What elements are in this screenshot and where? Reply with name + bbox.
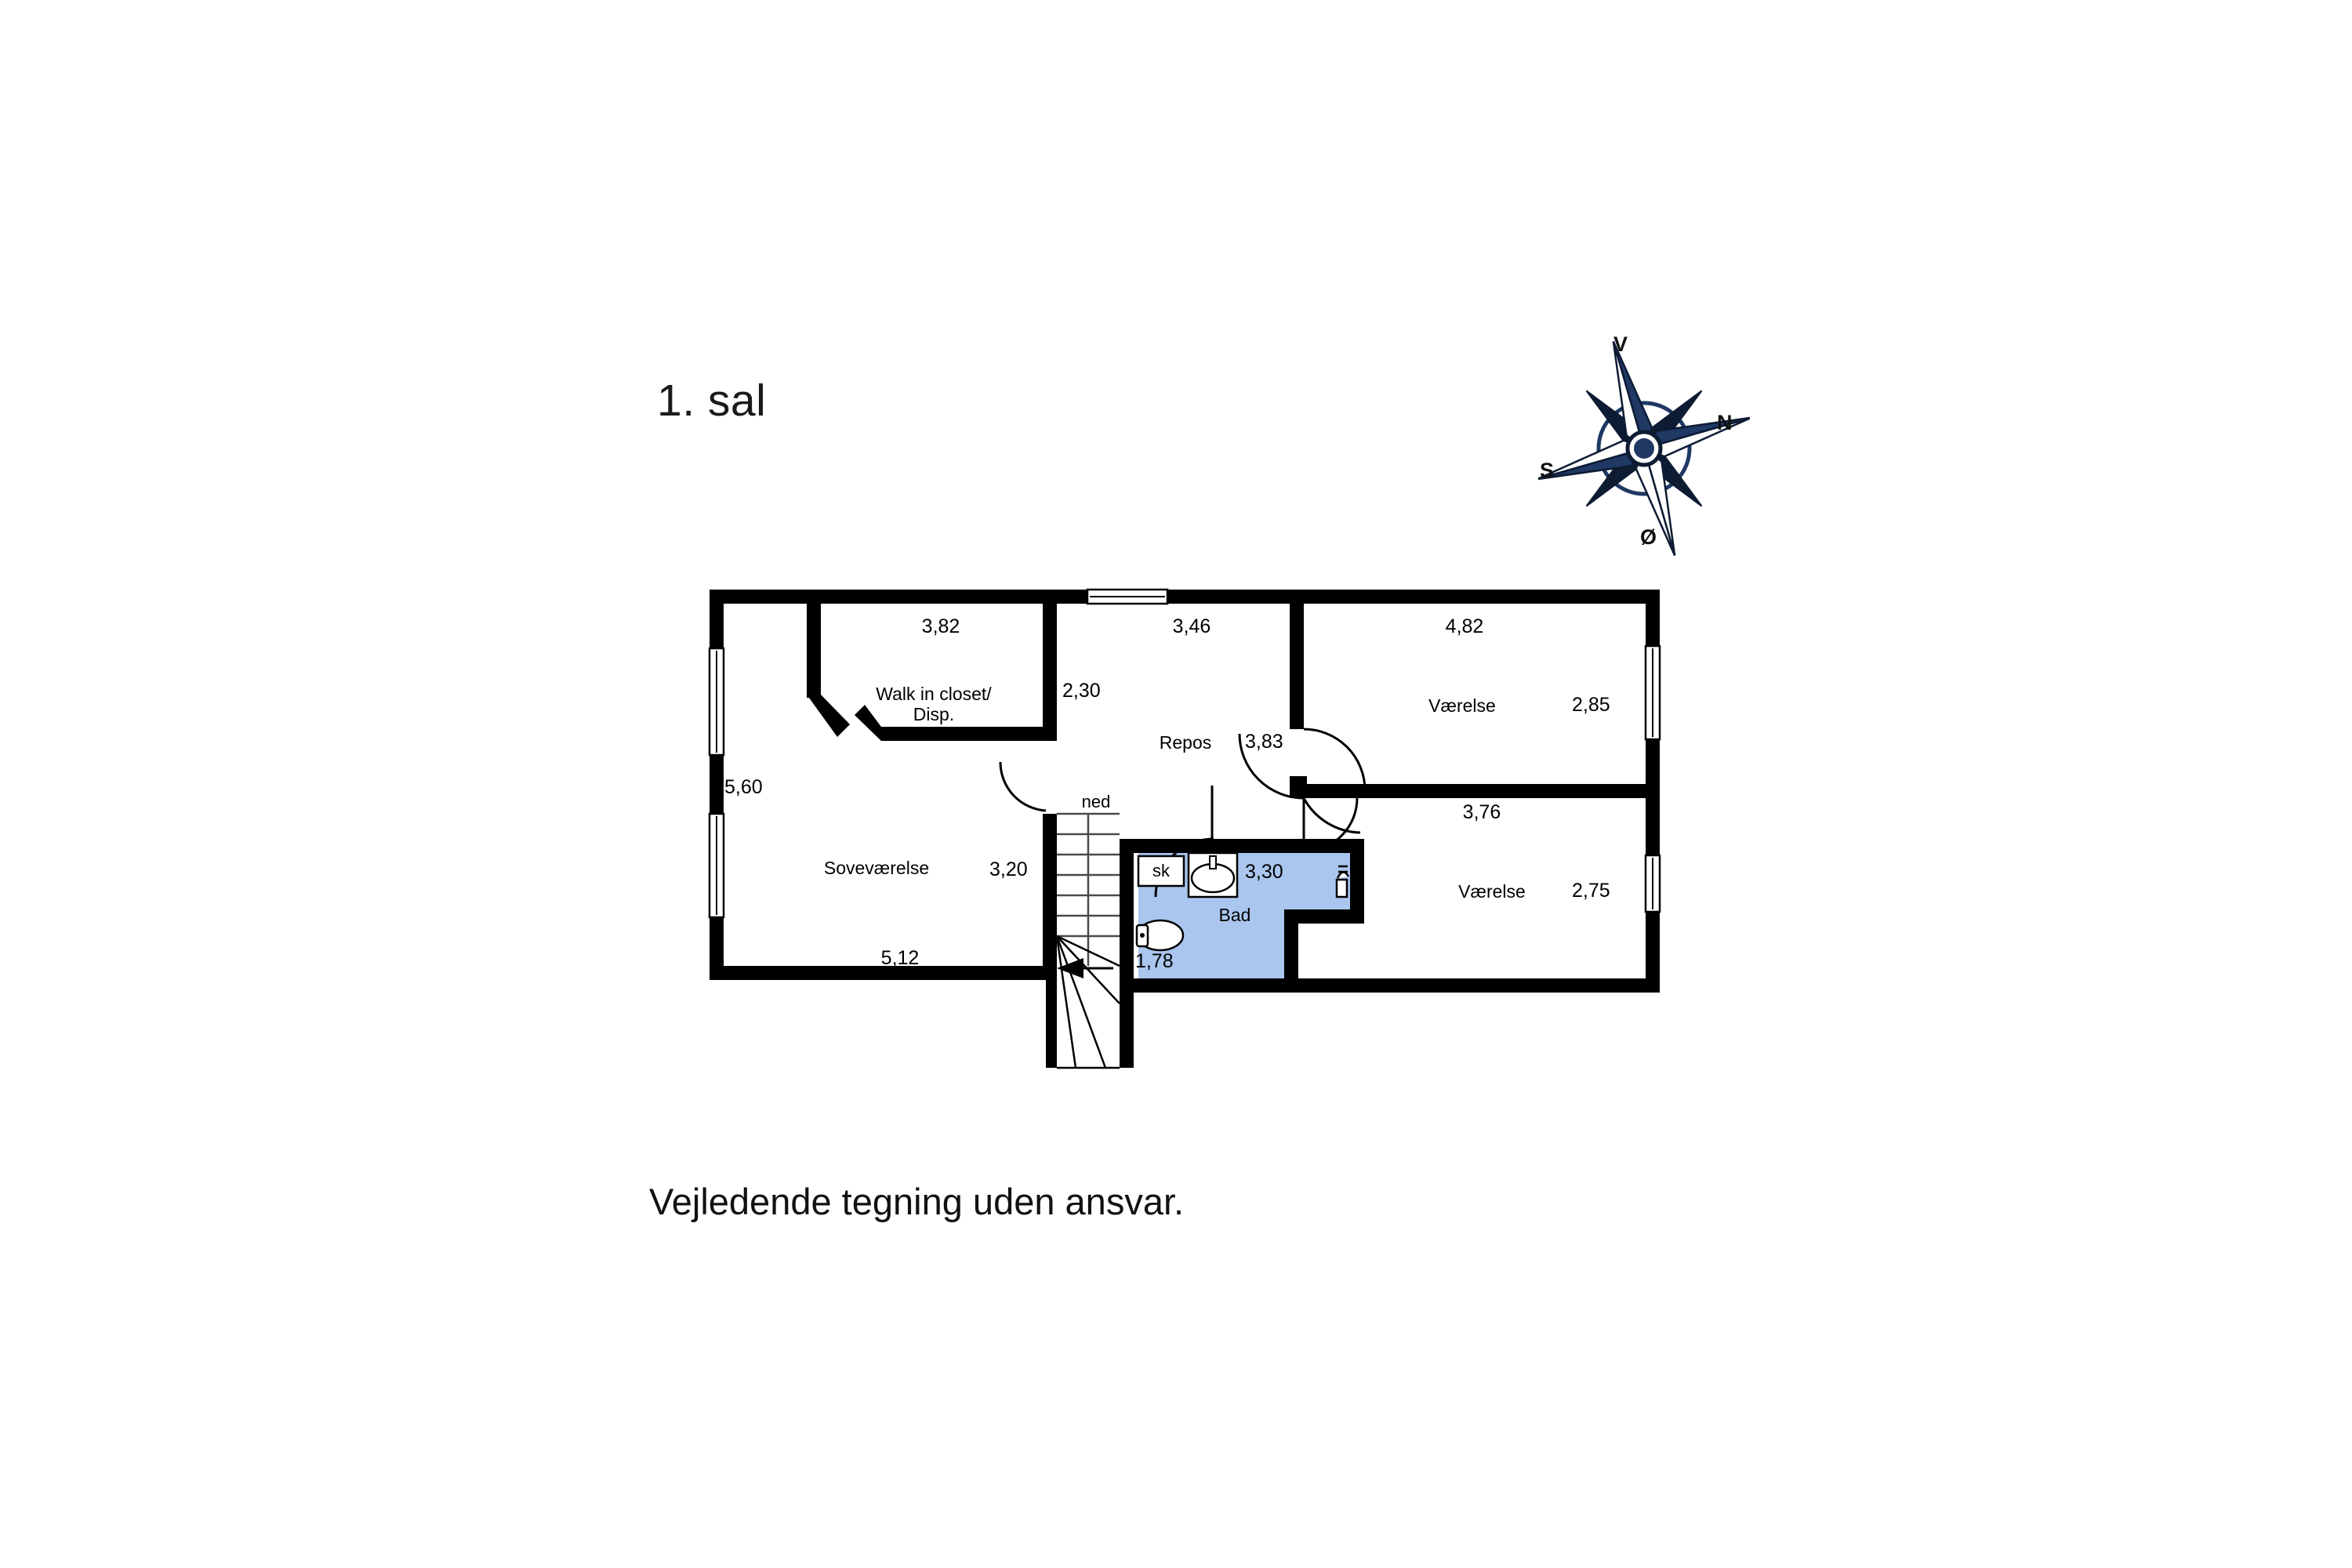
dimension-3-83: 3,83: [1245, 731, 1283, 753]
dimension-4-82: 4,82: [1445, 615, 1484, 637]
shower-icon: [1335, 865, 1350, 898]
toilet-icon: [1135, 919, 1185, 952]
staircase: [1055, 812, 1120, 1069]
room-label-repos: Repos: [1159, 732, 1212, 753]
compass-label-v: V: [1613, 332, 1628, 356]
compass-label-n: N: [1717, 411, 1733, 434]
room-label-bad: Bad: [1218, 905, 1251, 925]
disclaimer-text: Vejledende tegning uden ansvar.: [649, 1181, 1185, 1222]
room-label-walk-in-closet: Walk in closet/ Disp.: [876, 684, 992, 724]
compass-rose: V N S Ø: [1538, 331, 1750, 558]
walls: [710, 590, 1660, 1068]
door-swing-lower-vaerelse: [1303, 797, 1359, 853]
dimension-3-20: 3,20: [989, 858, 1028, 880]
dimension-2-75: 2,75: [1572, 880, 1610, 902]
dimension-2-85: 2,85: [1572, 694, 1610, 716]
bath-fixtures: [1135, 851, 1350, 952]
dimension-3-46: 3,46: [1172, 615, 1211, 637]
dimension-2-30: 2,30: [1062, 680, 1101, 702]
compass-label-s: S: [1540, 459, 1555, 482]
stairs-label-ned: ned: [1081, 792, 1111, 811]
windows: [708, 588, 1661, 919]
dimension-3-30: 3,30: [1245, 861, 1283, 883]
room-label-vaerelse-upper: Værelse: [1428, 695, 1496, 716]
room-label-vaerelse-lower: Værelse: [1458, 881, 1526, 902]
room-label-sovevaerelse: Soveværelse: [823, 858, 930, 878]
cabinet-label-sk: sk: [1152, 861, 1170, 880]
dimension-1-78: 1,78: [1135, 950, 1174, 972]
door-leaves: [1210, 786, 1305, 851]
dimension-3-76: 3,76: [1462, 801, 1501, 823]
dimension-5-12: 5,12: [880, 947, 920, 969]
stair-direction-arrow: [1057, 958, 1113, 978]
dimension-3-82: 3,82: [921, 615, 960, 637]
dimension-5-60: 5,60: [724, 776, 763, 798]
compass-label-o: Ø: [1640, 525, 1657, 549]
page-title: 1. sal: [657, 376, 767, 426]
